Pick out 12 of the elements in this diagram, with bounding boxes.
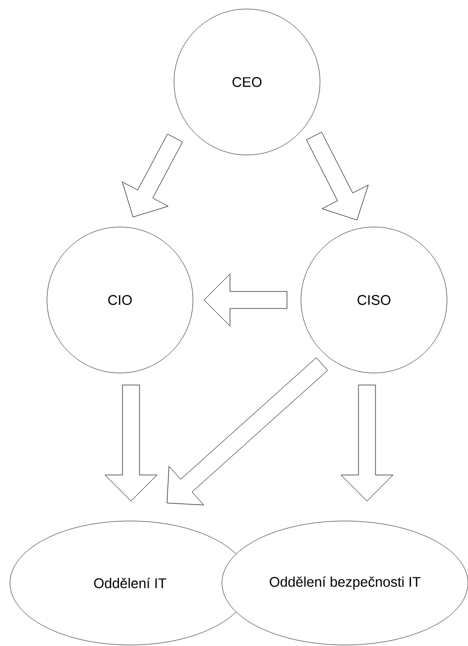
- block-arrow: [122, 134, 183, 218]
- block-arrow: [166, 357, 328, 506]
- block-arrow: [340, 384, 394, 502]
- block-arrow: [306, 132, 369, 220]
- circle-node: CIO: [46, 226, 194, 374]
- block-arrow: [204, 274, 288, 326]
- circle-node: CISO: [300, 226, 448, 374]
- block-arrow: [104, 384, 158, 502]
- ellipse-node: Oddělení bezpečnosti IT: [222, 520, 468, 646]
- ellipse-node: Oddělení IT: [10, 520, 250, 646]
- node-label: Oddělení bezpečnosti IT: [270, 576, 421, 590]
- circle-node: CEO: [174, 8, 320, 156]
